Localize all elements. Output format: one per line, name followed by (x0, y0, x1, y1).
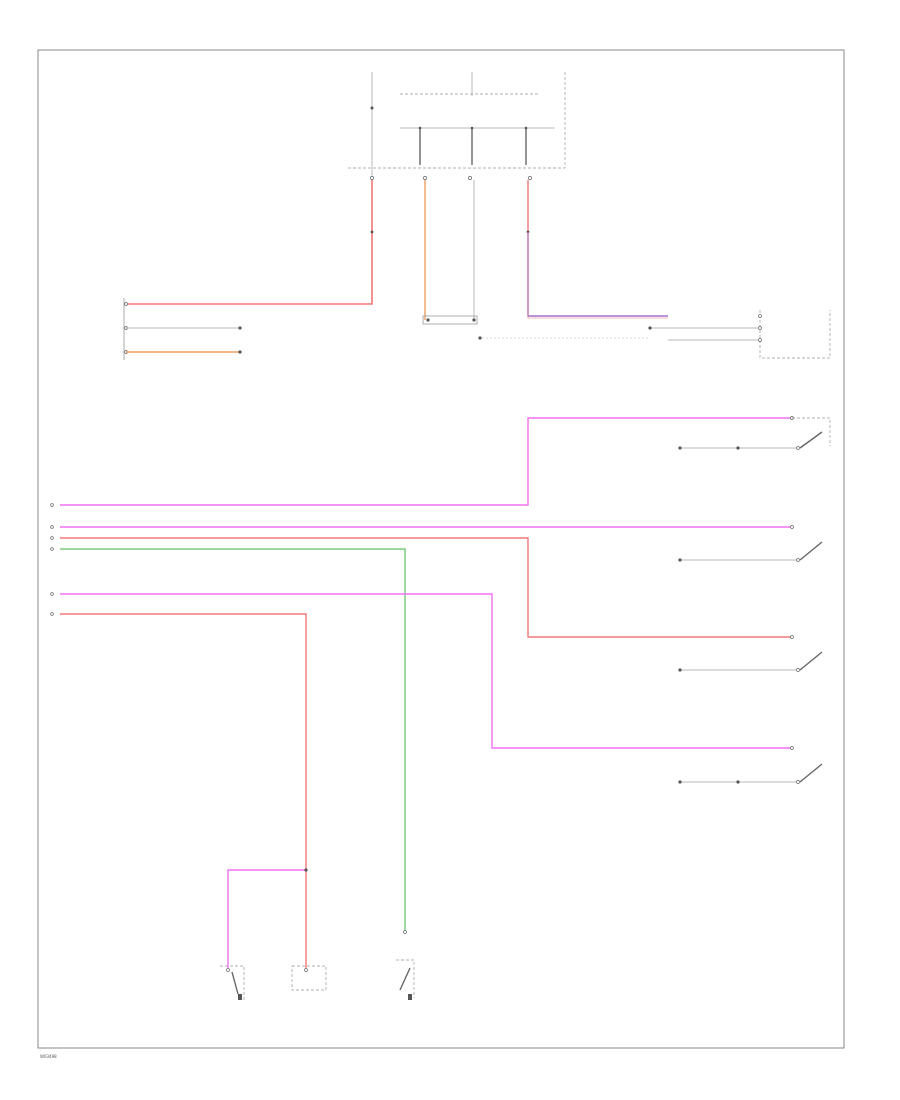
bottom-switches (220, 930, 415, 1000)
switch-blade-2 (799, 541, 823, 561)
switch-blade-3 (799, 651, 823, 671)
switch-circuits (50, 416, 831, 968)
junction-wires (126, 180, 668, 320)
diagram-frame (37, 49, 845, 1049)
wire-magenta-7 (227, 869, 306, 968)
junction-fuse-dot (370, 106, 374, 110)
wire-red-feed (126, 180, 373, 305)
switch-blade-1 (799, 431, 823, 449)
wire-magenta-5 (60, 593, 792, 749)
center-ground-connector (422, 315, 650, 340)
junction-box (348, 72, 566, 180)
wire-green-4 (60, 548, 406, 930)
left-upper-connector (123, 298, 242, 360)
switch-blade-4 (799, 763, 823, 783)
diagram-code: W03498 (40, 1054, 57, 1059)
wire-red-6 (60, 613, 307, 968)
wire-violet-feed (527, 232, 668, 317)
junction-box-outline (348, 72, 566, 169)
right-upper-component (648, 310, 831, 359)
switch-blade-5 (231, 971, 239, 995)
wire-red-3 (60, 537, 792, 638)
switch-blade-6 (399, 967, 411, 991)
wire-magenta-1 (60, 417, 792, 506)
